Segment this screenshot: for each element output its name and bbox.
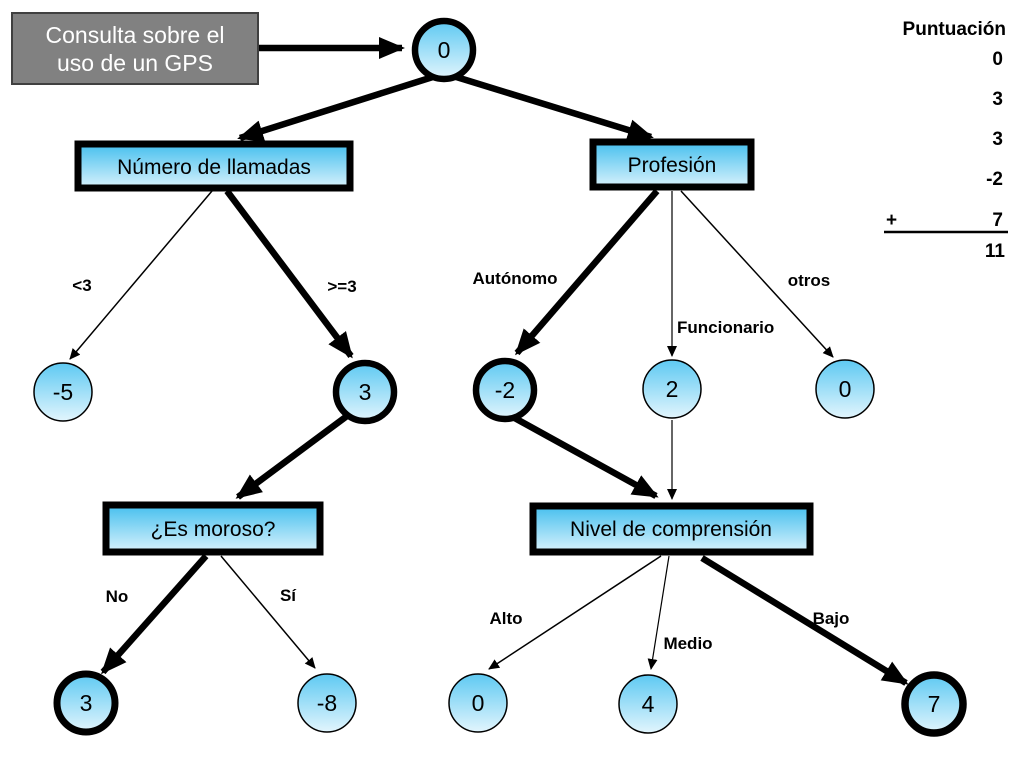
label-lt3: <3 [72, 276, 91, 295]
edge-moroso-no [100, 553, 209, 675]
box-comprension: Nivel de comprensión [529, 502, 814, 556]
edge-autonomo-to-comprension [509, 413, 659, 499]
label-gte3: >=3 [327, 277, 356, 296]
label-medio: Medio [663, 634, 712, 653]
title-box: Consulta sobre el uso de un GPS [11, 12, 259, 85]
node-profesion-autonomo: -2 [472, 357, 538, 423]
box-llamadas: Número de llamadas [74, 140, 354, 192]
box-profesion-label: Profesión [628, 154, 717, 177]
edge-comprension-bajo [700, 555, 909, 686]
node-moroso-no: 3 [53, 670, 119, 736]
label-no: No [106, 587, 129, 606]
edge-llamadas-lt3 [69, 190, 213, 360]
label-si: Sí [280, 586, 297, 605]
score-header: Puntuación [903, 19, 1006, 40]
score-row-4: -2 [986, 169, 1003, 190]
node-profesion-funcionario: 2 [642, 359, 702, 419]
node-comprension-alto: 0 [448, 673, 508, 733]
edge-comprension-alto [488, 555, 662, 670]
node-llamadas-lt3-value: -5 [53, 379, 73, 405]
label-bajo: Bajo [813, 609, 850, 628]
label-funcionario: Funcionario [677, 318, 774, 337]
edge-root-to-profesion [452, 72, 654, 141]
box-llamadas-label: Número de llamadas [117, 156, 311, 179]
title-line-2: uso de un GPS [57, 50, 213, 76]
box-comprension-label: Nivel de comprensión [570, 518, 772, 541]
score-row-2: 3 [992, 89, 1003, 110]
node-comprension-alto-value: 0 [472, 690, 485, 716]
edge-profesion-autonomo [514, 188, 660, 356]
node-profesion-autonomo-value: -2 [495, 377, 515, 403]
score-panel: Puntuación 0 3 3 -2 + 7 11 [884, 19, 1008, 262]
label-autonomo: Autónomo [473, 269, 558, 288]
edge-moroso-si [220, 555, 316, 669]
title-line-1: Consulta sobre el [46, 22, 225, 48]
score-total: 11 [985, 241, 1006, 262]
edge-root-to-llamadas [237, 72, 437, 142]
edge-comprension-medio [647, 555, 670, 670]
edge-profesion-otros [680, 190, 834, 358]
node-moroso-no-value: 3 [80, 690, 93, 716]
node-profesion-funcionario-value: 2 [666, 376, 679, 402]
score-row-3: 3 [992, 129, 1003, 150]
node-llamadas-gte3: 3 [332, 359, 398, 425]
score-plus-sign: + [886, 210, 897, 231]
node-profesion-otros-value: 0 [839, 376, 852, 402]
node-moroso-si: -8 [297, 673, 357, 733]
node-root-value: 0 [438, 37, 451, 63]
label-alto: Alto [489, 609, 522, 628]
node-comprension-bajo-value: 7 [928, 691, 941, 717]
node-comprension-medio: 4 [618, 674, 678, 734]
score-plus-value: 7 [992, 210, 1003, 231]
node-moroso-si-value: -8 [317, 690, 337, 716]
node-profesion-otros: 0 [815, 359, 875, 419]
box-moroso: ¿Es moroso? [102, 501, 324, 556]
score-row-1: 0 [992, 49, 1003, 70]
node-comprension-bajo: 7 [901, 671, 967, 737]
node-llamadas-lt3: -5 [33, 362, 93, 422]
node-comprension-medio-value: 4 [642, 691, 655, 717]
node-root: 0 [411, 17, 477, 83]
box-profesion: Profesión [589, 138, 755, 191]
box-moroso-label: ¿Es moroso? [151, 518, 276, 541]
edge-llamadas-gte3 [224, 189, 354, 359]
label-otros: otros [788, 271, 831, 290]
edge-gte3-to-moroso [235, 413, 349, 500]
node-llamadas-gte3-value: 3 [359, 379, 372, 405]
